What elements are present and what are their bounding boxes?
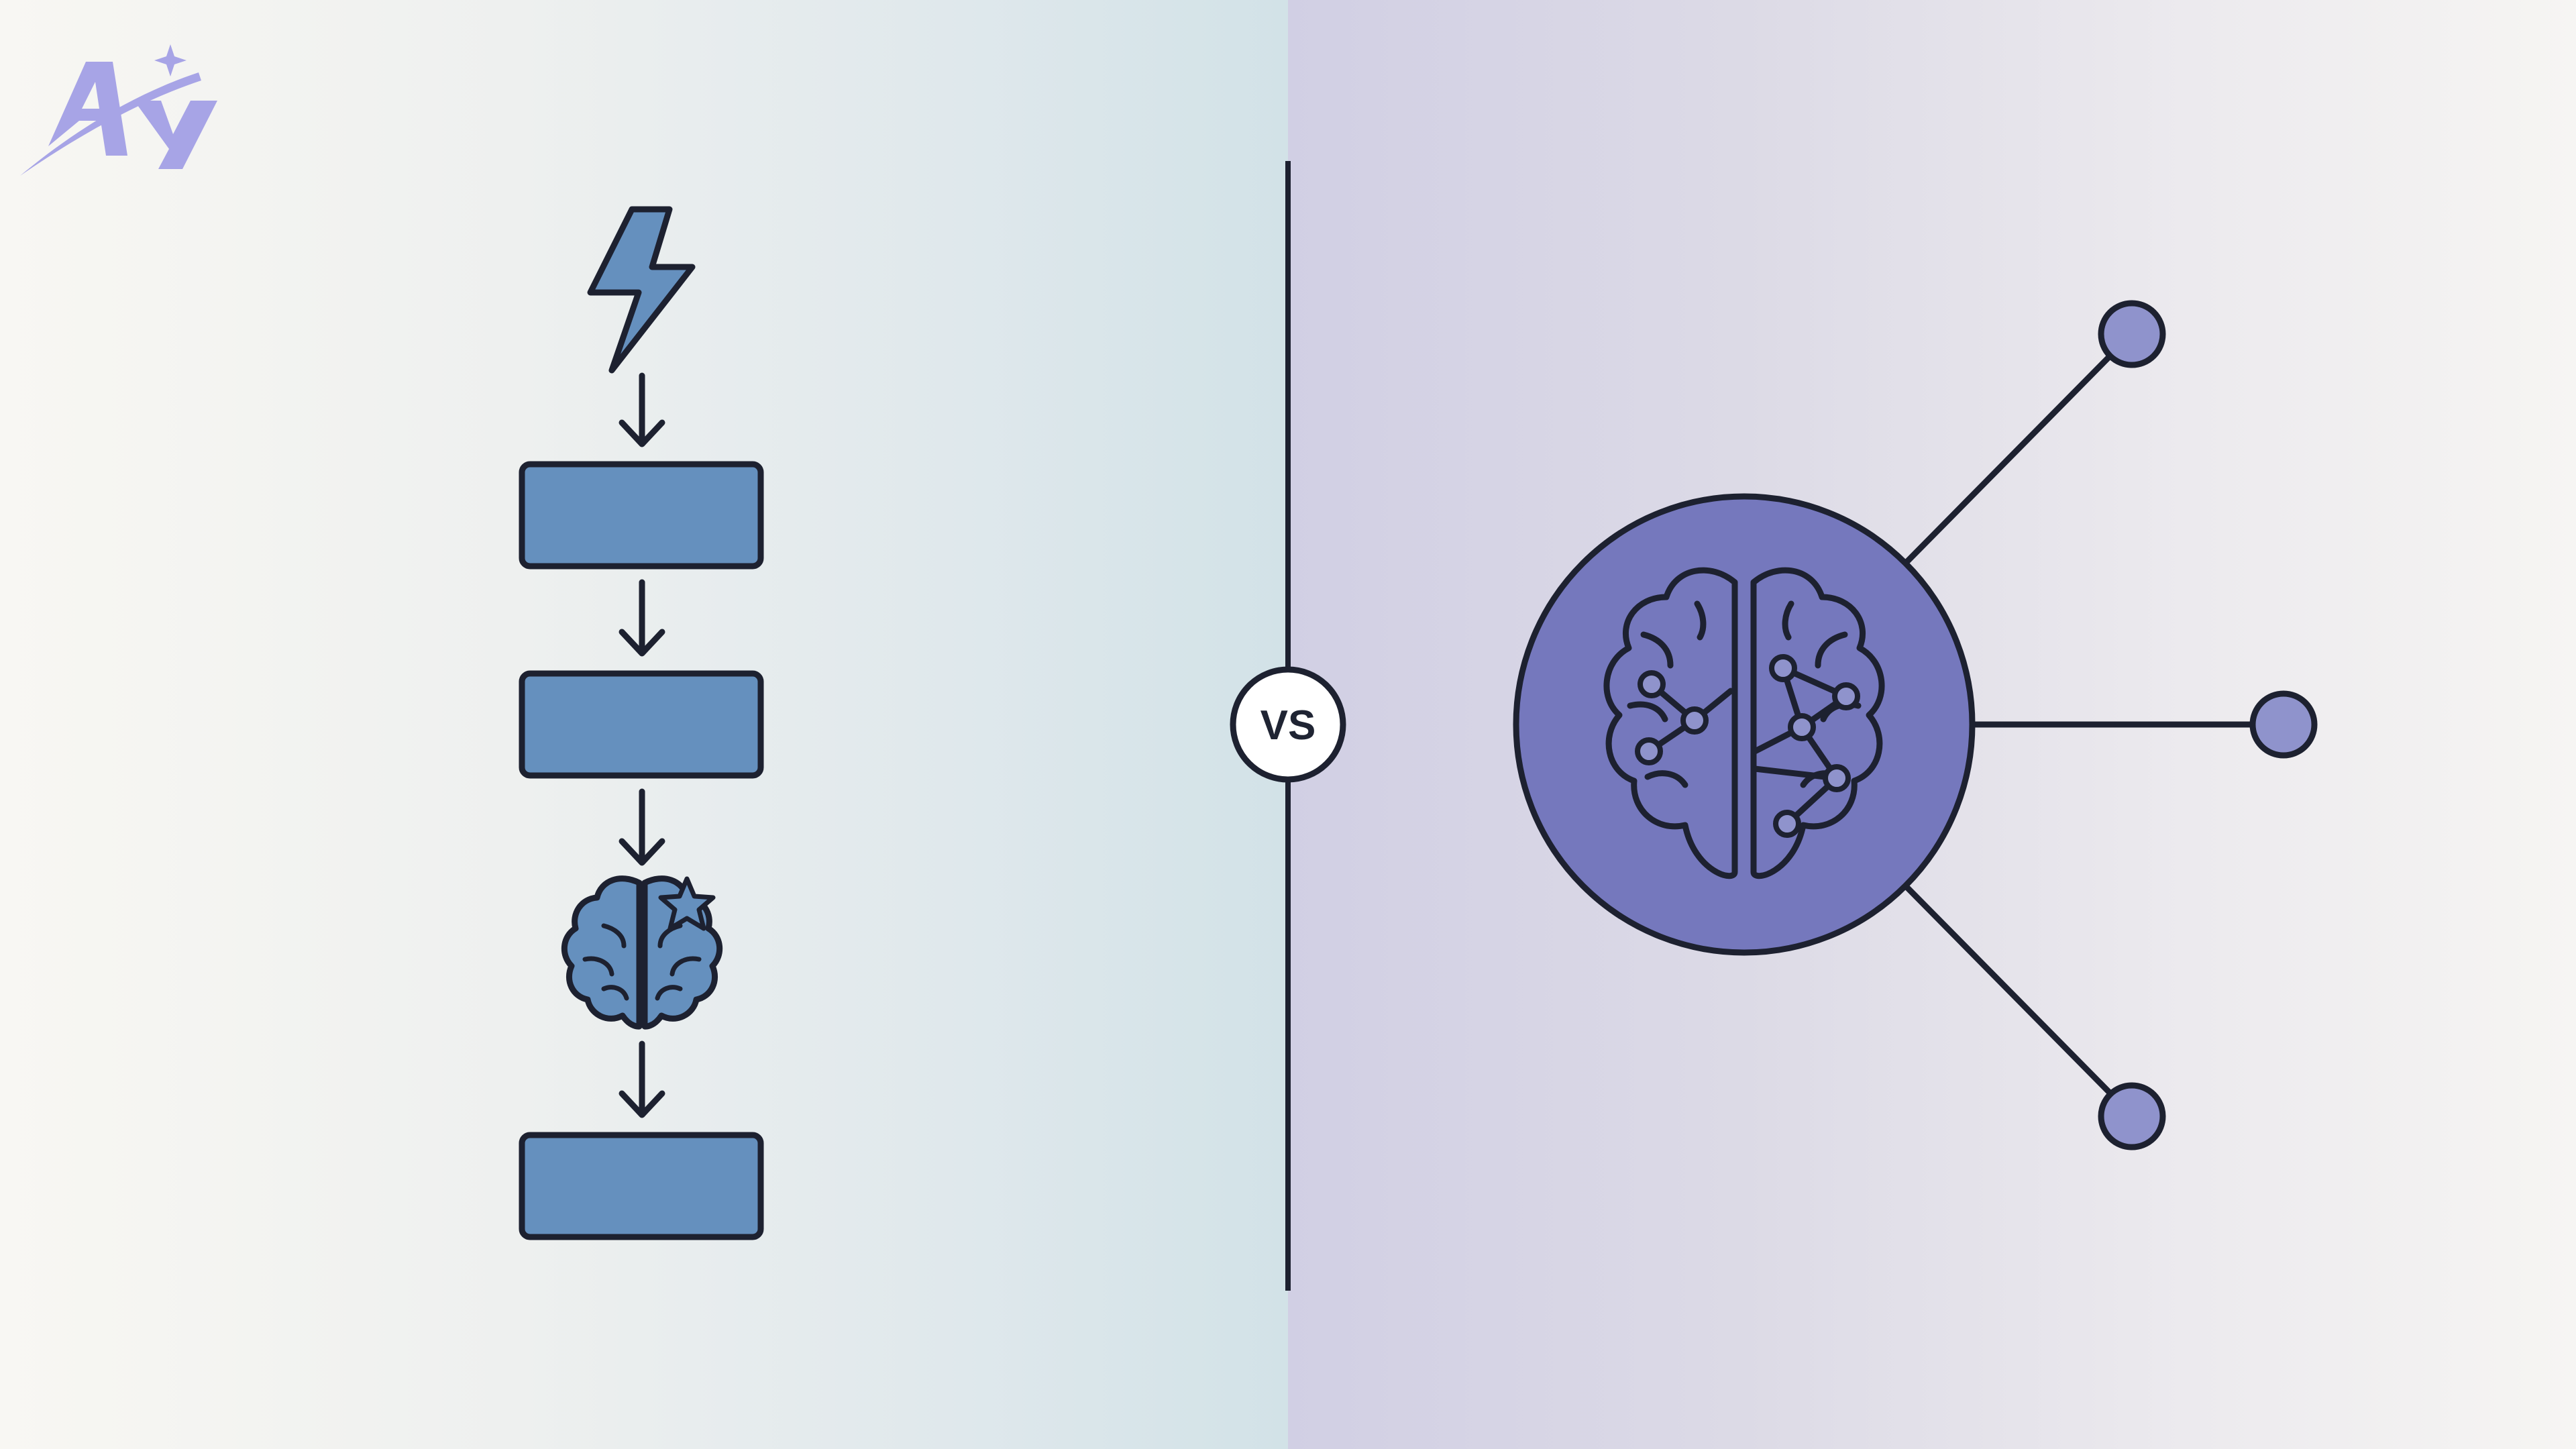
flow-arrow [619, 788, 665, 866]
vs-badge [1230, 666, 1346, 783]
connector-line [1903, 883, 2115, 1098]
network-node [2249, 690, 2318, 759]
hub-circle [1513, 493, 1976, 956]
flow-arrow [619, 372, 665, 447]
flow-arrow [619, 1040, 665, 1118]
network-node [2098, 300, 2166, 368]
process-step-box [519, 461, 764, 570]
connector-line [1903, 351, 2115, 566]
brand-logo [20, 44, 217, 176]
process-step-box [519, 670, 764, 779]
vs-label: VS [1260, 702, 1316, 749]
flow-arrow [619, 579, 665, 657]
brain-star-icon [561, 875, 723, 1030]
lightning-icon [587, 206, 696, 374]
brain-network-nodes [1635, 654, 1860, 838]
network-node [2098, 1082, 2166, 1150]
process-step-box [519, 1132, 764, 1240]
network-hub [1513, 300, 2318, 1150]
vs-divider: VS [1230, 161, 1346, 1291]
linear-pipeline [519, 206, 764, 1240]
